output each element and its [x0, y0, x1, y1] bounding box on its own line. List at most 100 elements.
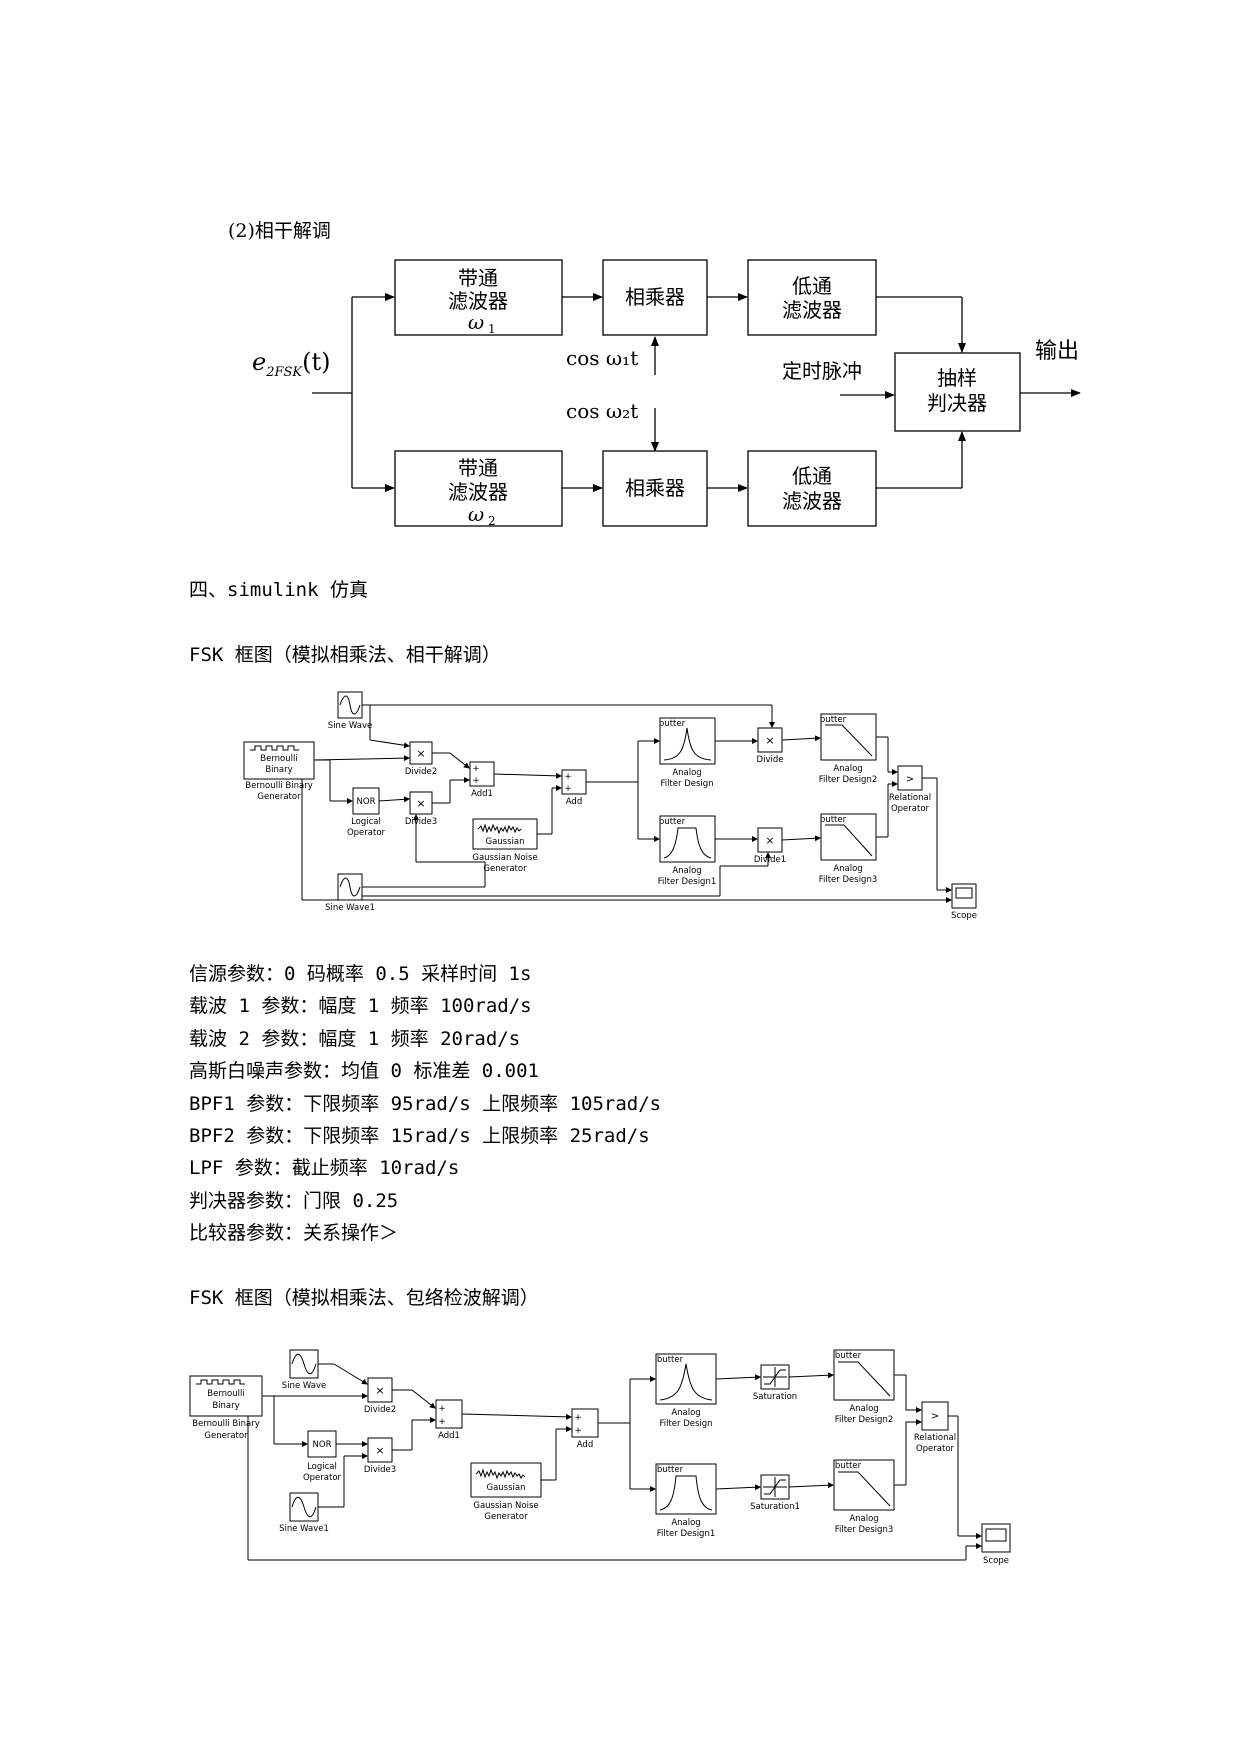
afd1-butter: butter	[657, 1465, 684, 1475]
bernoulli-inner2: Binary	[265, 765, 292, 775]
gaussian-inner: Gaussian	[486, 837, 525, 847]
scope-label: Scope	[983, 1556, 1009, 1566]
afd3-label1: Analog	[833, 864, 862, 874]
multiplier2-label: 相乘器	[625, 476, 685, 500]
sine-wave1-label: Sine Wave1	[279, 1524, 329, 1534]
add-block	[561, 769, 587, 795]
divide2-label: Divide2	[364, 1405, 396, 1415]
add-block	[571, 1408, 599, 1438]
simulink-fig2: Sine Wave Sine Wave1 Bernoulli Binary Be…	[189, 1349, 1011, 1566]
analog-filter-design3-block	[833, 1459, 895, 1511]
analog-filter-design1-block	[655, 1463, 717, 1515]
sine-wave1-label: Sine Wave1	[325, 903, 375, 913]
add1-plus1: +	[438, 1404, 445, 1414]
add-label: Add	[577, 1440, 593, 1450]
afd3-label2: Filter Design3	[835, 1525, 894, 1535]
afd2-butter: butter	[835, 1351, 862, 1361]
nor-inner: NOR	[357, 797, 376, 807]
scope-label: Scope	[951, 911, 977, 921]
bernoulli-label1: Bernoulli Binary	[245, 781, 312, 791]
add1-label: Add1	[438, 1431, 460, 1441]
add-plus2: +	[564, 784, 571, 794]
afd-label1: Analog	[672, 768, 701, 778]
analog-filter-design-block	[659, 717, 716, 765]
lpf1-line1: 低通	[792, 274, 832, 298]
saturation-label: Saturation	[753, 1392, 797, 1402]
param-comparator: 比较器参数：关系操作＞	[189, 1222, 399, 1245]
relational-operator-block	[897, 765, 923, 791]
carrier2-label: cos ω₂t	[566, 399, 638, 423]
afd3-label1: Analog	[849, 1514, 878, 1524]
divide-label: Divide	[757, 755, 784, 765]
afd2-label2: Filter Design2	[819, 775, 878, 785]
add-plus2: +	[574, 1426, 581, 1436]
fig1-caption: FSK 框图（模拟相乘法、相干解调）	[189, 644, 501, 666]
relational-label2: Operator	[916, 1444, 955, 1454]
timing-label: 定时脉冲	[782, 359, 862, 383]
afd1-butter: butter	[659, 817, 686, 827]
nor-block	[307, 1430, 337, 1458]
logical-label1: Logical	[351, 817, 381, 827]
analog-filter-design2-block	[833, 1349, 895, 1401]
nor-inner: NOR	[313, 1440, 332, 1450]
bernoulli-label2: Generator	[257, 792, 301, 802]
add1-plus1: +	[472, 764, 479, 774]
divide-sign: ×	[765, 734, 774, 747]
afd3-label2: Filter Design3	[819, 875, 878, 885]
add-plus1: +	[574, 1413, 581, 1423]
bpf2-box	[394, 450, 563, 527]
gaussian-inner: Gaussian	[487, 1483, 526, 1493]
bpf1-line2: 滤波器	[448, 289, 508, 313]
relational-operator-block	[921, 1401, 949, 1431]
afd1-label2: Filter Design1	[657, 1529, 716, 1539]
afd-butter: butter	[657, 1355, 684, 1365]
nor-block	[352, 787, 380, 815]
lpf2-line2: 滤波器	[782, 489, 842, 513]
bernoulli-inner1: Bernoulli	[260, 754, 297, 764]
afd-label2: Filter Design	[659, 1419, 712, 1429]
divide1-sign: ×	[765, 834, 774, 847]
divide2-label: Divide2	[405, 767, 437, 777]
divide3-sign: ×	[375, 1444, 384, 1457]
gaussian-label2: Generator	[483, 864, 527, 874]
param-noise: 高斯白噪声参数：均值 0 标准差 0.001	[189, 1060, 539, 1083]
decider-line1: 抽样	[937, 366, 977, 390]
divide2-sign: ×	[375, 1384, 384, 1397]
bpf1-omega-sub: 1	[488, 322, 496, 336]
afd1-label1: Analog	[672, 866, 701, 876]
add1-plus2: +	[438, 1417, 445, 1427]
afd-butter: butter	[659, 719, 686, 729]
bernoulli-block	[243, 741, 315, 780]
logical-label1: Logical	[307, 1462, 337, 1472]
divide3-label: Divide3	[364, 1465, 396, 1475]
param-bpf1: BPF1 参数：下限频率 95rad/s 上限频率 105rad/s	[189, 1092, 662, 1115]
bernoulli-label1: Bernoulli Binary	[192, 1419, 259, 1429]
divide3-sign: ×	[416, 797, 425, 810]
afd-label1: Analog	[671, 1408, 700, 1418]
param-carrier2: 载波 2 参数：幅度 1 频率 20rad/s	[189, 1027, 521, 1050]
lpf2-box	[747, 450, 877, 527]
afd-label2: Filter Design	[660, 779, 713, 789]
relational-label1: Relational	[914, 1433, 956, 1443]
carrier1-label: cos ω₁t	[566, 346, 638, 370]
relational-label1: Relational	[889, 793, 931, 803]
analog-filter-design2-block	[820, 713, 877, 761]
input-signal-label: e2FSK(t)	[252, 348, 331, 380]
param-source: 信源参数：0 码概率 0.5 采样时间 1s	[189, 963, 532, 985]
bernoulli-inner2: Binary	[212, 1401, 239, 1411]
bpf2-omega-sub: 2	[488, 514, 496, 528]
analog-filter-design-block	[655, 1353, 717, 1405]
gaussian-label1: Gaussian Noise	[472, 853, 537, 863]
bpf2-omega: ω	[468, 502, 484, 526]
add1-label: Add1	[471, 789, 493, 799]
add1-plus2: +	[472, 776, 479, 786]
lpf2-line1: 低通	[792, 464, 832, 488]
divide3-label: Divide3	[405, 817, 437, 827]
add-label: Add	[566, 797, 582, 807]
lpf1-box	[747, 259, 877, 336]
sine-wave-label: Sine Wave	[328, 721, 372, 731]
bpf1-omega: ω	[468, 310, 484, 334]
add1-block	[469, 761, 495, 787]
afd2-butter: butter	[820, 715, 847, 725]
sine-wave-label: Sine Wave	[282, 1381, 326, 1391]
